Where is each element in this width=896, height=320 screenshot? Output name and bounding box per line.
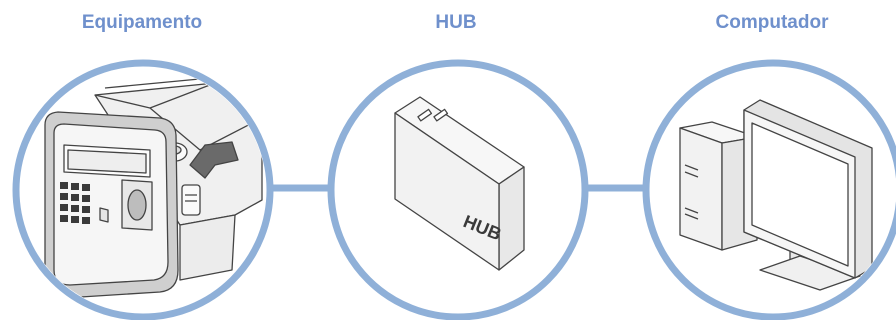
time-clock-device-icon — [44, 77, 263, 299]
equipment-label: Equipamento — [81, 12, 203, 33]
computer-label: Computador — [715, 12, 829, 33]
network-hub-icon — [394, 96, 525, 271]
hub-label: HUB — [435, 12, 477, 33]
desktop-computer-icon — [679, 99, 873, 291]
